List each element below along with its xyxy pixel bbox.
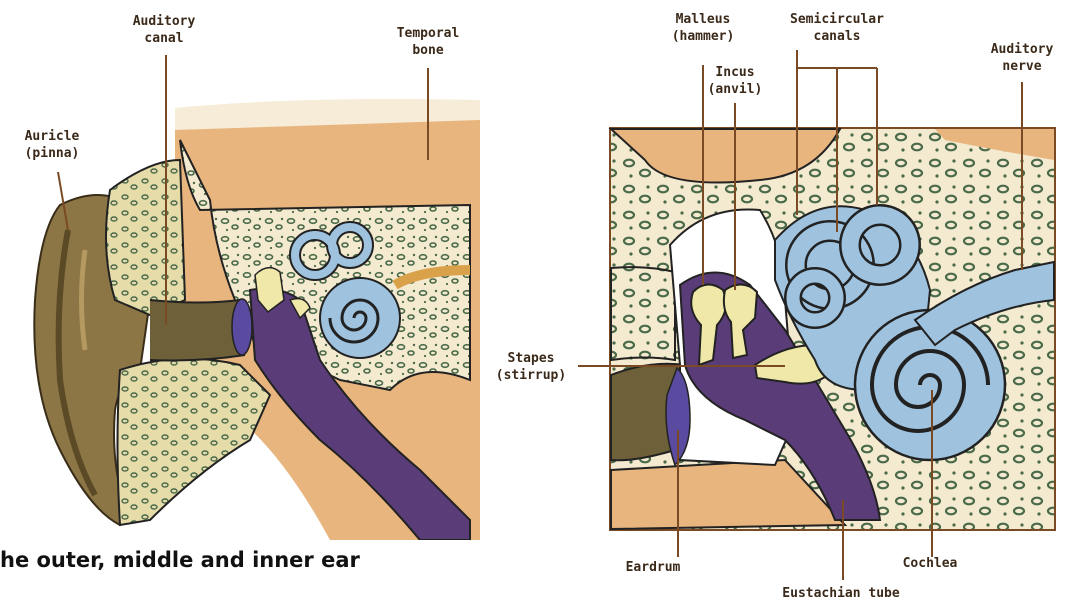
figure-caption: he outer, middle and inner ear — [0, 548, 470, 588]
inner-ear-diagram: Malleus (hammer) Semicircular canals Aud… — [485, 0, 1073, 606]
label-auricle-1: Auricle — [25, 129, 80, 144]
cochlea-shape — [320, 278, 400, 358]
label-malleus-1: Malleus — [676, 12, 731, 27]
label-auditory-canal-2: canal — [144, 31, 183, 46]
label-stapes-1: Stapes — [508, 351, 555, 366]
label-semicircular-2: canals — [814, 29, 861, 44]
label-incus-2: (anvil) — [708, 82, 763, 97]
label-auditory-nerve-1: Auditory — [991, 42, 1054, 57]
outer-ear-diagram: Auditory canal Temporal bone Auricle (pi… — [0, 0, 480, 540]
label-eardrum: Eardrum — [626, 560, 681, 575]
label-auricle-2: (pinna) — [25, 146, 80, 161]
label-malleus-2: (hammer) — [672, 29, 735, 44]
label-eustachian-tube: Eustachian tube — [782, 586, 900, 601]
outer-ear-illustration: Auditory canal Temporal bone Auricle (pi… — [0, 0, 480, 540]
eardrum-shape — [232, 299, 252, 355]
label-auditory-canal-1: Auditory — [133, 14, 196, 29]
auditory-canal-shape — [150, 300, 245, 360]
label-temporal-bone-2: bone — [412, 43, 443, 58]
inner-ear-illustration: Malleus (hammer) Semicircular canals Aud… — [485, 0, 1073, 606]
label-incus-1: Incus — [715, 65, 754, 80]
label-semicircular-1: Semicircular — [790, 12, 884, 27]
label-temporal-bone-1: Temporal — [397, 26, 460, 41]
label-stapes-2: (stirrup) — [496, 368, 566, 383]
label-cochlea: Cochlea — [903, 556, 958, 571]
label-auditory-nerve-2: nerve — [1002, 59, 1041, 74]
